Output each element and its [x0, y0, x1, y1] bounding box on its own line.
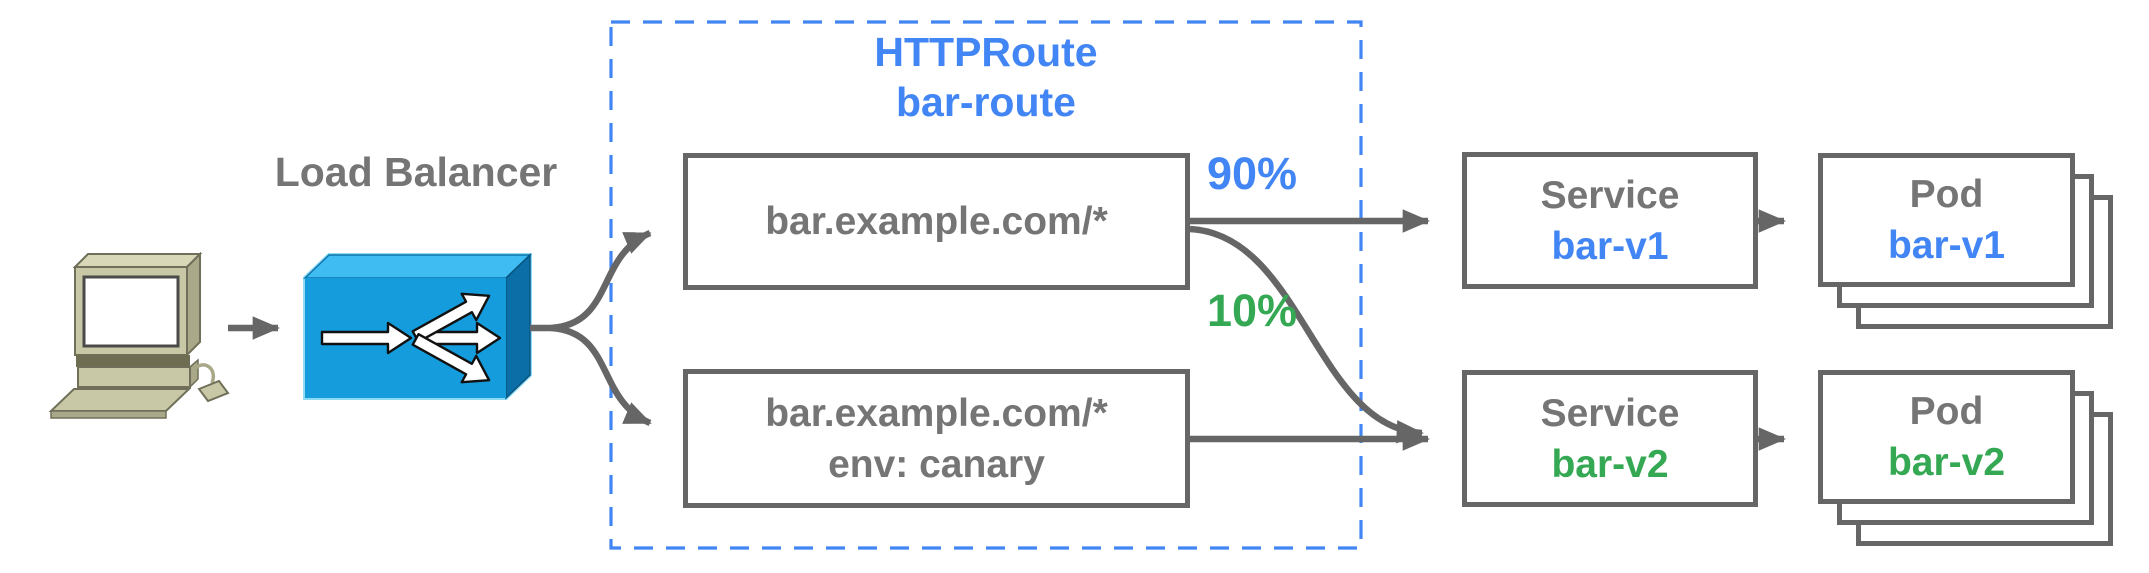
fanout-arrows-glyph — [320, 292, 502, 384]
pod2-name: bar-v2 — [1887, 441, 2006, 484]
service2-name: bar-v2 — [1551, 442, 1669, 486]
httproute-name: bar-route — [896, 79, 1076, 125]
route-rule-box-2: bar.example.com/* env: canary — [683, 369, 1190, 508]
flow-arrows — [228, 209, 1786, 451]
service-box-bar-v2: Service bar-v2 — [1462, 370, 1758, 507]
service2-kind: Service — [1540, 391, 1680, 435]
pod-stack-bar-v2: Pod bar-v2 — [1818, 370, 2149, 570]
pod-stack-bar-v1: Pod bar-v1 — [1818, 153, 2149, 353]
route-rule-box-1: bar.example.com/* — [683, 153, 1190, 290]
httproute-boundary — [609, 20, 1363, 550]
service-box-bar-v1: Service bar-v1 — [1462, 152, 1758, 289]
weight-label-90: 90% — [1207, 148, 1298, 199]
pod1-name: bar-v1 — [1887, 224, 2006, 267]
weight-label-10: 10% — [1207, 285, 1298, 336]
load-balancer-icon — [303, 253, 532, 400]
arrow-rule1-to-service2-canary — [1189, 225, 1424, 444]
pod-card-bar-v2: Pod bar-v2 — [1818, 370, 2075, 504]
rule2-match-text: bar.example.com/* — [765, 391, 1108, 435]
computer-icon — [48, 251, 230, 419]
rule2-header-label: env: canary — [828, 442, 1045, 486]
load-balancer-label: Load Balancer — [274, 149, 558, 195]
pod2-kind: Pod — [1909, 390, 1984, 433]
httproute-kind: HTTPRoute — [874, 29, 1098, 75]
pod1-kind: Pod — [1909, 173, 1984, 216]
service1-name: bar-v1 — [1551, 224, 1669, 268]
arrow-lb-to-rule1 — [550, 230, 652, 332]
httproute-title: HTTPRoute bar-route — [611, 27, 1361, 127]
service1-kind: Service — [1540, 173, 1680, 217]
pod-card-bar-v1: Pod bar-v1 — [1818, 153, 2075, 287]
rule1-match-text: bar.example.com/* — [765, 200, 1108, 243]
arrow-lb-to-rule2 — [550, 324, 652, 426]
